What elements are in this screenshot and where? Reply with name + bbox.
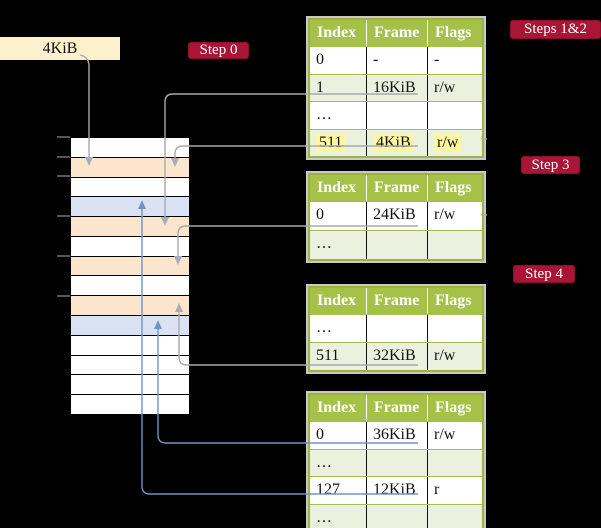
table-row: …: [310, 230, 482, 259]
memory-frame-row-white: [71, 375, 189, 396]
header-flags: Flags: [435, 24, 472, 41]
header-frame: Frame: [367, 395, 428, 421]
header-index: Index: [310, 395, 367, 421]
cell-index: 511: [310, 343, 367, 370]
cell-index: …: [310, 315, 367, 342]
cell-flags: r/w: [434, 206, 456, 223]
header-index: Index: [310, 175, 367, 201]
cell-index: …: [310, 504, 367, 528]
badge-step-0: Step 0: [188, 42, 249, 59]
badge-step-0-label: Step 0: [199, 42, 238, 58]
cell-index: 1: [310, 74, 367, 101]
cell-index: 0: [310, 202, 367, 230]
cell-index: 511: [310, 129, 367, 156]
cell-index: 0: [310, 422, 367, 449]
header-frame: Frame: [367, 20, 428, 46]
header-frame: Frame: [367, 288, 428, 314]
badge-steps-1-2-label: Steps 1&2: [524, 21, 587, 37]
highlight: 4KiB: [373, 133, 414, 151]
cell-flags: [428, 102, 482, 129]
cell-frame: 24KiB: [367, 202, 428, 230]
cell-frame: [367, 231, 428, 259]
root-pointer-label: 4KiB: [42, 40, 78, 57]
cell-frame: [367, 102, 428, 129]
memory-frame-row-white: [71, 335, 189, 356]
header-flags: Flags: [435, 179, 472, 196]
cell-frame: 12KiB: [367, 477, 428, 504]
badge-step-3: Step 3: [521, 156, 580, 174]
cell-index: …: [310, 231, 367, 259]
cell-flags: r/w: [434, 78, 456, 96]
table-header: Index Frame Flags: [310, 288, 482, 314]
header-frame: Frame: [367, 175, 428, 201]
memory-frame-row-peach: [71, 157, 189, 178]
memory-frame-row-white: [71, 276, 189, 297]
cell-index: …: [310, 102, 367, 129]
memory-frame-row-blue: [71, 316, 189, 336]
memory-frame-row-peach: [71, 256, 189, 277]
badge-step-4-label: Step 4: [525, 265, 563, 282]
cell-flags: r: [434, 481, 440, 498]
cell-flags: r/w: [434, 347, 456, 364]
table-row: 511 32KiB r/w: [310, 342, 482, 370]
memory-frame-row-white: [71, 138, 189, 158]
header-flags: Flags: [435, 399, 472, 416]
cell-index: …: [310, 449, 367, 476]
table-header: Index Frame Flags: [310, 175, 482, 201]
cell-frame: 36KiB: [367, 422, 428, 449]
highlight: 511: [316, 133, 346, 151]
highlight: r/w: [434, 133, 462, 151]
cell-index: 127: [310, 477, 367, 504]
memory-frame-row-blue: [71, 197, 189, 218]
cell-frame: [367, 449, 428, 476]
table-row: …: [310, 448, 482, 477]
header-index: Index: [310, 20, 367, 46]
table-header: Index Frame Flags: [310, 20, 482, 46]
cell-frame: 16KiB: [367, 74, 428, 101]
page-table-step-3: Index Frame Flags 0 24KiB r/w …: [306, 171, 486, 263]
cell-flags: r/w: [428, 130, 482, 157]
cell-frame: 32KiB: [367, 343, 428, 370]
page-table-step-4: Index Frame Flags … 511 32KiB r/w: [306, 284, 486, 374]
table-row: 0 - -: [310, 46, 482, 74]
table-row: 0 24KiB r/w: [310, 201, 482, 230]
badge-step-4: Step 4: [513, 265, 575, 283]
address-tick-marks: [57, 136, 70, 297]
cell-flags: [428, 231, 482, 259]
table-row: 1 16KiB r/w: [310, 73, 482, 101]
memory-frame-row-peach: [71, 296, 189, 317]
cell-frame: [367, 504, 428, 528]
table-header: Index Frame Flags: [310, 395, 482, 421]
table-row: …: [310, 101, 482, 129]
table-row: …: [310, 503, 482, 528]
table-row: …: [310, 314, 482, 342]
table-row-highlighted: 511 4KiB r/w: [310, 128, 482, 157]
memory-frame-row-white: [71, 355, 189, 376]
memory-frame-row-white: [71, 236, 189, 257]
badge-steps-1-2: Steps 1&2: [510, 20, 601, 39]
header-index: Index: [310, 288, 367, 314]
header-flags: Flags: [435, 292, 472, 309]
cell-flags: [428, 505, 482, 528]
cell-frame: -: [367, 47, 428, 74]
memory-frame-row-peach: [71, 217, 189, 237]
table-row: 0 36KiB r/w: [310, 421, 482, 449]
cell-index: 0: [310, 47, 367, 74]
cell-frame: 4KiB: [367, 129, 428, 156]
cell-flags: [428, 315, 482, 342]
memory-frame-row-white: [71, 177, 189, 198]
page-table-steps-1-2: Index Frame Flags 0 - - 1 16KiB r/w … 51…: [306, 16, 486, 160]
table-row: 127 12KiB r: [310, 476, 482, 504]
root-pointer-box: 4KiB: [0, 37, 120, 60]
memory-frame-row-white: [71, 395, 189, 414]
page-table-final: Index Frame Flags 0 36KiB r/w … 127 12Ki…: [306, 391, 486, 528]
cell-flags: -: [434, 51, 440, 68]
cell-flags: r/w: [434, 426, 456, 443]
cell-flags: [428, 450, 482, 477]
cell-frame: [367, 315, 428, 342]
memory-column: [70, 137, 190, 415]
badge-step-3-label: Step 3: [531, 156, 570, 173]
